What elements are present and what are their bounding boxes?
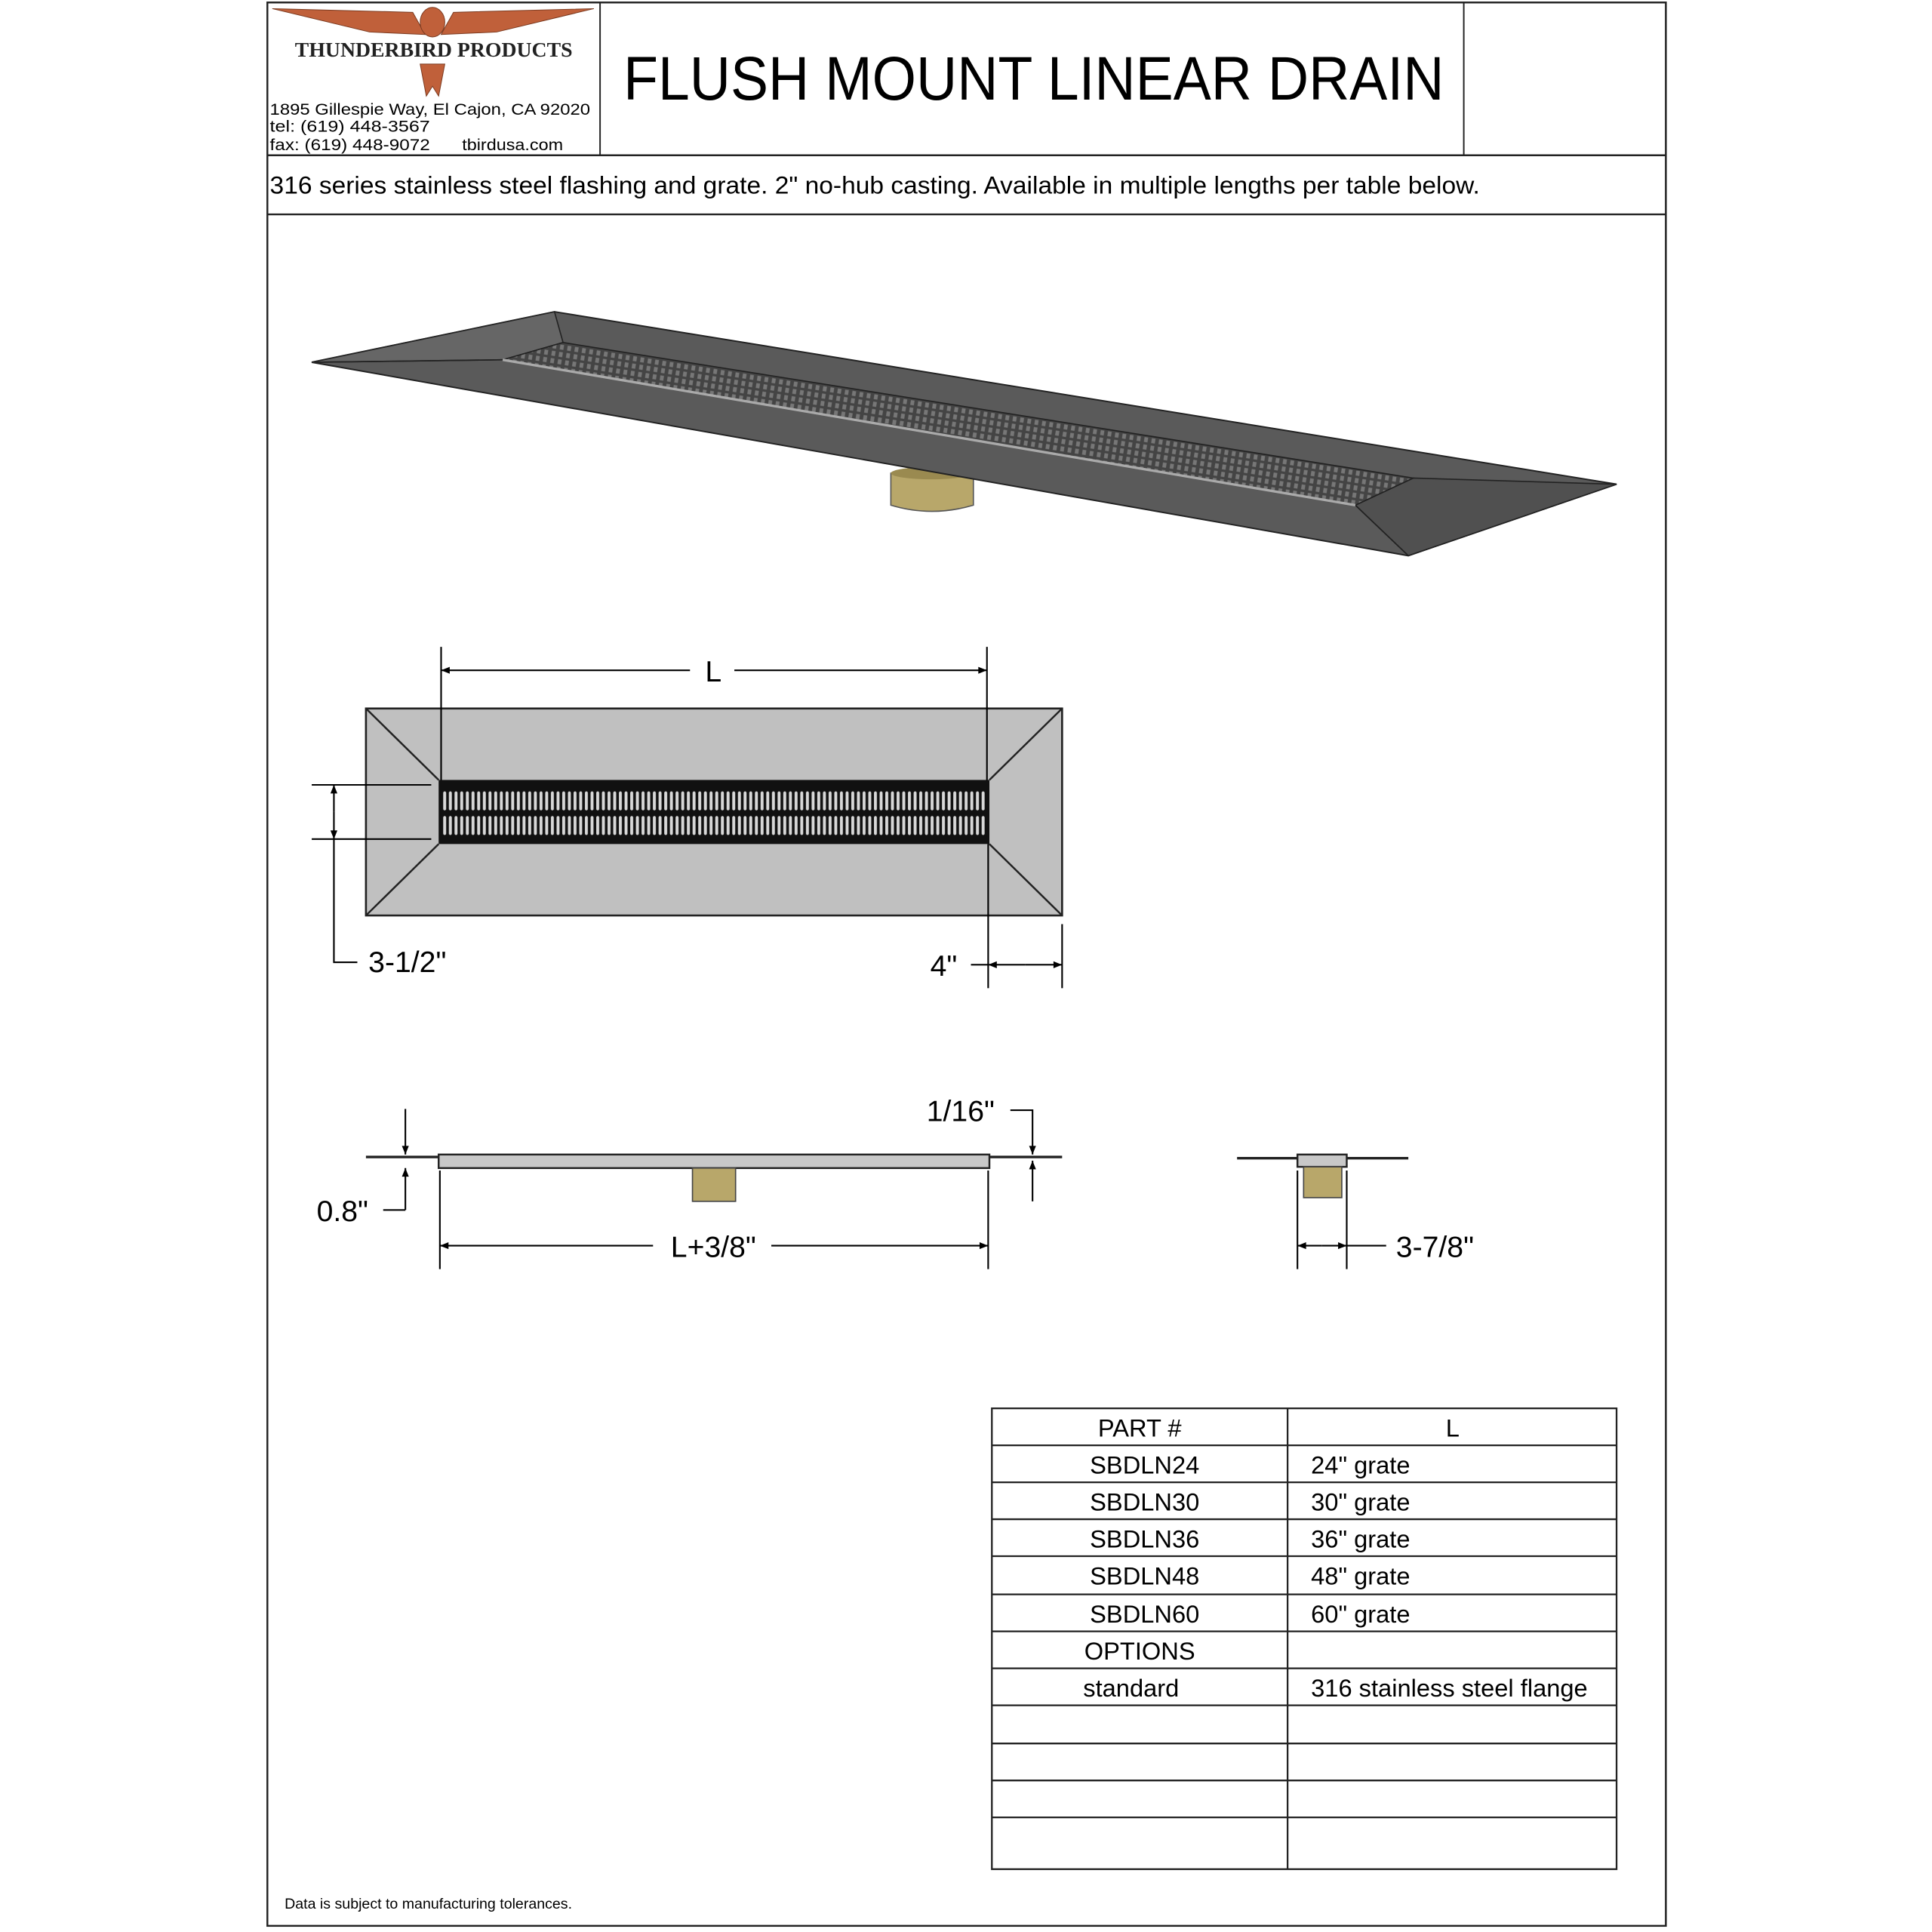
table-cell-part: SBDLN60 [1090, 1600, 1199, 1628]
table-header-part: PART # [1098, 1414, 1182, 1442]
table-cell-part: SBDLN30 [1090, 1488, 1199, 1516]
table-cell-part: SBDLN48 [1090, 1562, 1199, 1590]
dim-flange: 4" [931, 950, 958, 983]
casting-end [1303, 1166, 1343, 1198]
table-cell-part: SBDLN24 [1090, 1451, 1199, 1479]
table-header-length: L [1446, 1414, 1460, 1442]
table-cell-length: 30" grate [1311, 1488, 1410, 1516]
company-tel: tel: (619) 448-3567 [270, 118, 430, 136]
company-address: 1895 Gillespie Way, El Cajon, CA 92020 [270, 101, 590, 118]
casting-side [691, 1167, 737, 1202]
company-fax: fax: (619) 448-9072 [270, 137, 430, 154]
plan-view: L 3-1/2" 4" [312, 647, 1063, 989]
company-website[interactable]: tbirdusa.com [462, 137, 563, 154]
dim-height: 0.8" [317, 1195, 368, 1228]
table-cell-length: 24" grate [1311, 1451, 1410, 1479]
dim-width: 3-1/2" [368, 946, 446, 979]
table-cell-length: 36" grate [1311, 1525, 1410, 1553]
table-cell-length: 316 stainless steel flange [1311, 1674, 1588, 1702]
page-title: FLUSH MOUNT LINEAR DRAIN [623, 45, 1444, 113]
company-logo: THUNDERBIRD PRODUCTS 1895 Gillespie Way,… [270, 7, 595, 154]
dim-overall-length: L+3/8" [671, 1231, 756, 1263]
dim-end-width: 3-7/8" [1396, 1231, 1474, 1263]
table-cell-part: standard [1083, 1674, 1179, 1702]
dim-length: L [705, 656, 721, 688]
dim-thickness: 1/16" [927, 1096, 995, 1128]
table-cell-length: 48" grate [1311, 1562, 1410, 1590]
table-cell-part: OPTIONS [1084, 1637, 1195, 1665]
thunderbird-logo-icon [272, 7, 595, 97]
company-name: THUNDERBIRD PRODUCTS [295, 38, 573, 62]
table-cell-part: SBDLN36 [1090, 1525, 1199, 1553]
end-view: 3-7/8" [1237, 1153, 1474, 1269]
table-cell-length: 60" grate [1311, 1600, 1410, 1628]
casting-outlet [890, 472, 974, 512]
isometric-view [311, 311, 1617, 557]
product-description: 316 series stainless steel flashing and … [270, 171, 1480, 198]
side-view: 0.8" 1/16" L+3/8" [317, 1096, 1063, 1269]
footer-note: Data is subject to manufacturing toleran… [285, 1896, 572, 1912]
title-block [266, 2, 1667, 1927]
